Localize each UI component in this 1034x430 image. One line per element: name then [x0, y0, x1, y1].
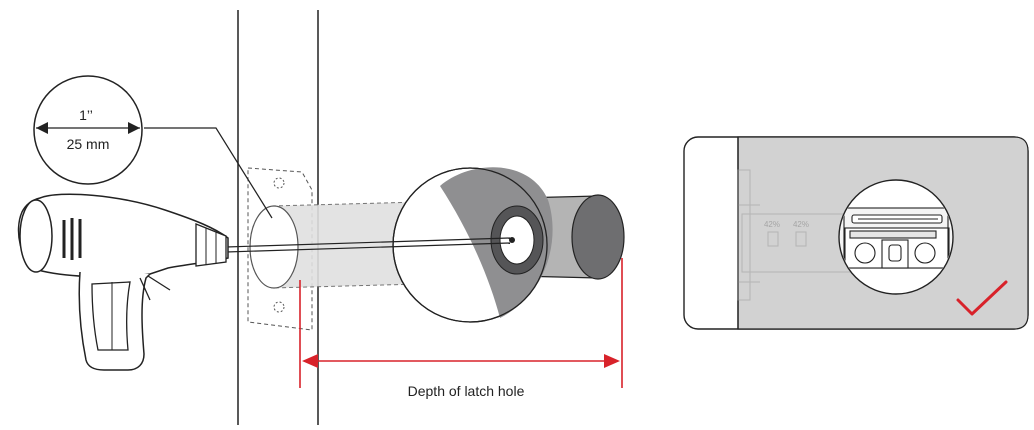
latch-bore-tube: [271, 201, 421, 289]
callout-leader-line: [144, 127, 273, 219]
latch-depth-dimension: Depth of latch hole: [299, 258, 623, 399]
callout-inch-label: 1’’: [79, 107, 93, 123]
latch-bore-opening: [249, 205, 299, 289]
latch-cylinder-end: [571, 194, 625, 280]
drill-bit-shaft-bottom: [225, 242, 511, 253]
depth-label: Depth of latch hole: [408, 383, 525, 399]
inset-label-right: 42%: [793, 220, 809, 229]
door-knob-sphere: [392, 167, 553, 323]
bore-size-callout: 1’’ 25 mm: [33, 75, 143, 185]
door-edge-illustration: 1’’ 25 mm Depth of latch hole: [17, 10, 625, 425]
inset-label-left: 42%: [764, 220, 780, 229]
drill-icon: [17, 193, 229, 371]
latch-zoom-circle: [838, 179, 954, 295]
drill-bit-tip: [509, 237, 515, 243]
faceplate-screw-hole-bottom: [273, 301, 285, 313]
faceplate-screw-hole-top: [273, 177, 285, 189]
faceplate-outline: [247, 167, 313, 331]
callout-mm-label: 25 mm: [67, 136, 110, 152]
drill-bit-shaft-top: [225, 237, 511, 248]
checkmark-icon: [956, 280, 1008, 316]
latch-fit-inset: 42% 42%: [683, 136, 1029, 330]
